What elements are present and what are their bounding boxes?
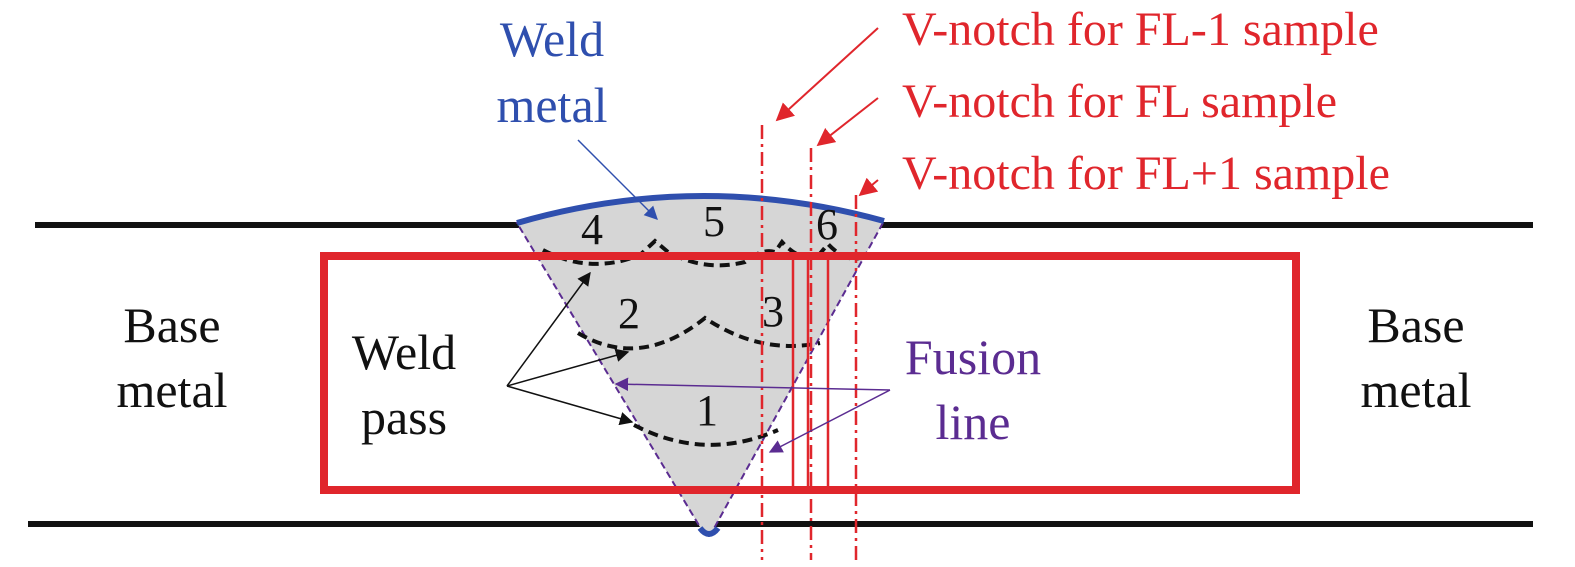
pass-number-5: 5 <box>703 197 725 246</box>
pass-boundary-1 <box>633 423 779 447</box>
pass-number-1: 1 <box>696 386 718 435</box>
notch-arrow-fl-plus-1 <box>858 177 879 197</box>
notch-label-fl-plus-1: V-notch for FL+1 sample <box>902 147 1390 200</box>
fusion-line-arrow-left <box>614 377 891 392</box>
pass-boundary-2 <box>576 315 821 351</box>
notch-arrow-fl-minus-1 <box>775 27 879 122</box>
fusion-line-label-line2: line <box>936 394 1011 450</box>
notch-arrow-fl <box>816 97 879 147</box>
base-metal-right-line2: metal <box>1360 362 1471 418</box>
weld-pass-arrow-top <box>506 271 591 387</box>
weld-pass-arrow-middle <box>506 348 630 387</box>
notch-label-fl-minus-1: V-notch for FL-1 sample <box>902 3 1379 56</box>
base-metal-right-line1: Base <box>1367 297 1464 353</box>
weld-pass-arrow-bottom <box>506 385 634 426</box>
weld-pass-label-line2: pass <box>361 389 447 445</box>
weld-cap-line <box>516 193 885 226</box>
weld-metal-arrow <box>577 139 658 220</box>
base-metal-left-line1: Base <box>123 297 220 353</box>
weld-pass-label-line1: Weld <box>352 324 456 380</box>
weld-metal-label-line2: metal <box>496 77 607 133</box>
base-metal-left-line2: metal <box>116 362 227 418</box>
pass-number-3: 3 <box>762 287 784 336</box>
pass-number-2: 2 <box>618 289 640 338</box>
fusion-line-arrow-right <box>768 389 891 453</box>
pass-number-6: 6 <box>816 200 838 249</box>
weld-metal-label-line1: Weld <box>500 11 604 67</box>
fusion-line-label-line1: Fusion <box>905 329 1041 385</box>
notch-label-fl: V-notch for FL sample <box>902 75 1337 128</box>
weld-root-line <box>697 526 721 537</box>
pass-number-4: 4 <box>581 205 603 254</box>
